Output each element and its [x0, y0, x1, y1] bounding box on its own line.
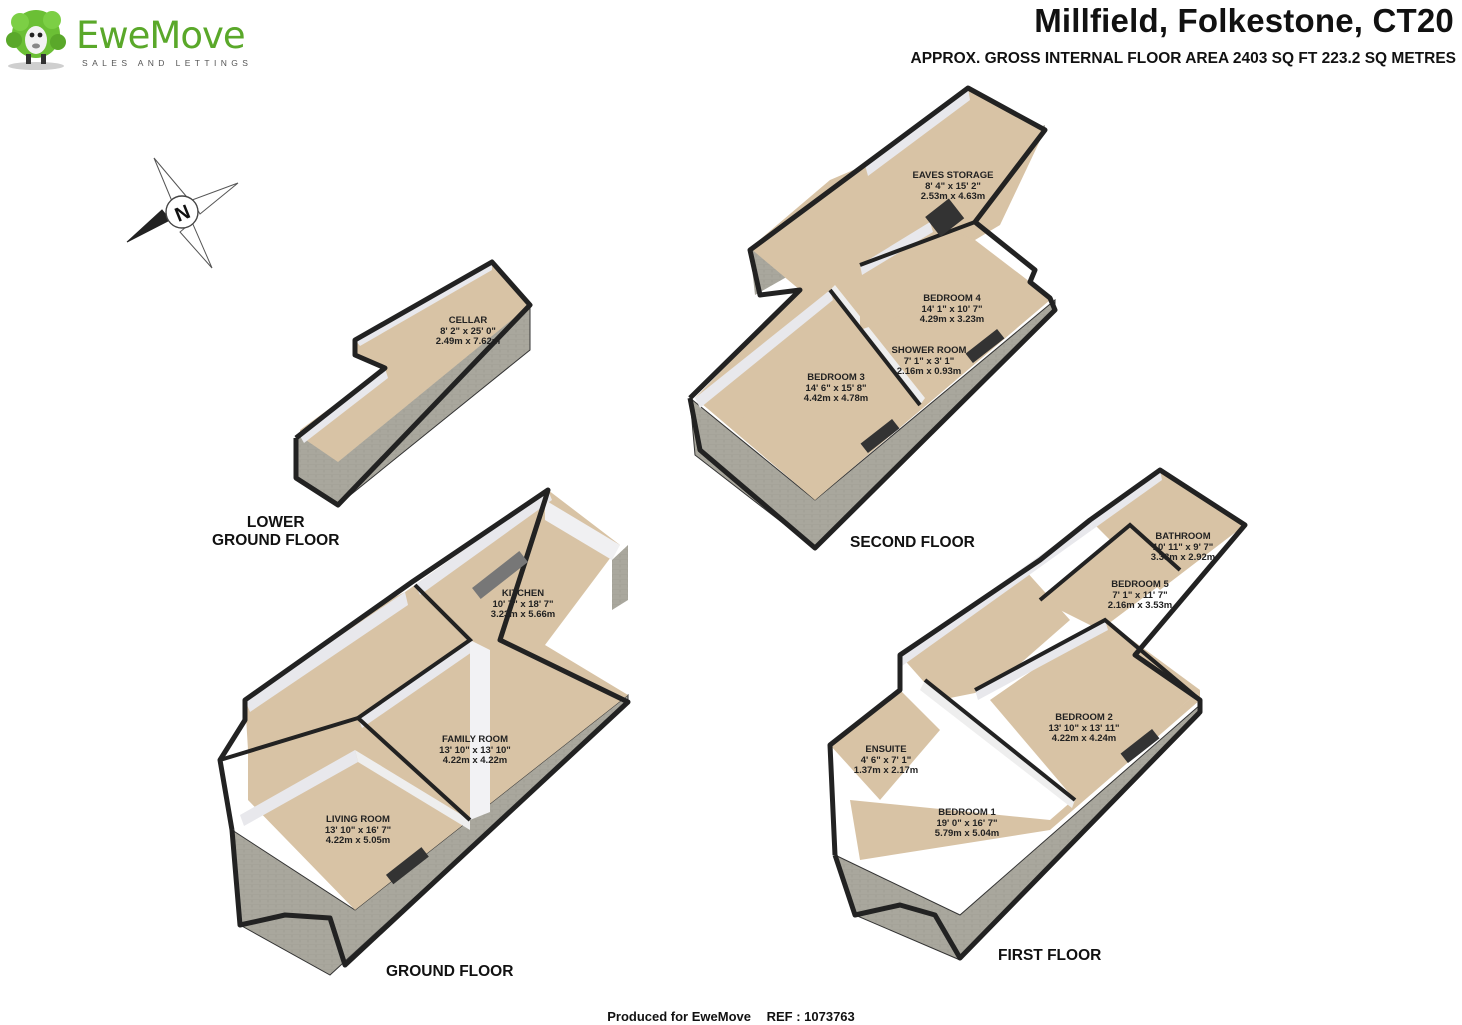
- room-name: LIVING ROOM: [326, 814, 390, 825]
- room-name: BATHROOM: [1155, 531, 1211, 542]
- logo-brand-name: EweMove: [76, 14, 246, 57]
- room-name: EAVES STORAGE: [912, 170, 994, 181]
- room-metric: 4.22m x 4.22m: [442, 755, 508, 766]
- room-imperial: 14' 1" x 10' 7": [921, 303, 983, 315]
- room-name: CELLAR: [448, 315, 488, 326]
- room-imperial: 7' 1" x 11' 7": [1112, 589, 1168, 601]
- room-metric: 2.53m x 4.63m: [920, 191, 986, 202]
- ground-floor-plan: [217, 487, 631, 976]
- room-imperial: 10' 11" x 9' 7": [1152, 541, 1214, 553]
- room-label-cellar: CELLAR 8' 2" x 25' 0" 2.49m x 7.62m: [435, 315, 501, 348]
- room-imperial: 7' 1" x 3' 1": [903, 355, 955, 367]
- room-imperial: 13' 10" x 16' 7": [324, 824, 392, 836]
- room-metric: 5.79m x 5.04m: [934, 828, 1000, 839]
- floor-area-subtitle: APPROX. GROSS INTERNAL FLOOR AREA 2403 S…: [910, 50, 1456, 67]
- floor-label-lower-line1: LOWER: [246, 514, 305, 531]
- compass-icon: N: [126, 157, 239, 269]
- room-metric: 2.16m x 3.53m: [1107, 600, 1173, 611]
- floor-label-second: SECOND FLOOR: [850, 534, 975, 551]
- room-imperial: 10' 7" x 18' 7": [492, 598, 554, 610]
- room-label-bedroom-1: BEDROOM 1 19' 0" x 16' 7" 5.79m x 5.04m: [934, 807, 1000, 840]
- footer-reference: REF : 1073763: [766, 1009, 855, 1024]
- room-label-ensuite: ENSUITE 4' 6" x 7' 1" 1.37m x 2.17m: [853, 744, 919, 777]
- room-label-bedroom-3: BEDROOM 3 14' 6" x 15' 8" 4.42m x 4.78m: [803, 372, 869, 405]
- room-name: BEDROOM 1: [938, 807, 996, 818]
- page-title: Millfield, Folkestone, CT20: [1034, 2, 1454, 39]
- room-label-eaves-storage: EAVES STORAGE 8' 4" x 15' 2" 2.53m x 4.6…: [912, 170, 994, 203]
- room-imperial: 19' 0" x 16' 7": [936, 817, 998, 829]
- room-label-family-room: FAMILY ROOM 13' 10" x 13' 10" 4.22m x 4.…: [439, 734, 511, 767]
- sheep-mascot-icon: [6, 10, 66, 70]
- logo-tagline: SALES AND LETTINGS: [82, 58, 253, 68]
- room-label-kitchen: KITCHEN 10' 7" x 18' 7" 3.23m x 5.66m: [490, 588, 556, 621]
- room-name: BEDROOM 4: [923, 293, 981, 304]
- floor-label-first: FIRST FLOOR: [998, 947, 1102, 964]
- room-label-bathroom: BATHROOM 10' 11" x 9' 7" 3.33m x 2.92m: [1150, 531, 1216, 564]
- room-imperial: 8' 2" x 25' 0": [440, 325, 496, 337]
- room-imperial: 8' 4" x 15' 2": [925, 180, 981, 192]
- room-metric: 3.33m x 2.92m: [1150, 552, 1216, 563]
- room-name: BEDROOM 3: [807, 372, 865, 383]
- room-name: BEDROOM 2: [1055, 712, 1113, 723]
- room-metric: 4.22m x 5.05m: [325, 835, 391, 846]
- room-name: KITCHEN: [501, 588, 545, 599]
- room-imperial: 13' 10" x 13' 10": [439, 744, 511, 756]
- second-floor-plan: [687, 85, 1058, 551]
- footer: Produced for EweMove REF : 1073763: [0, 1009, 1462, 1024]
- floor-label-ground: GROUND FLOOR: [386, 963, 514, 980]
- lower-ground-floor-plan: [293, 259, 533, 508]
- room-name: BEDROOM 5: [1111, 579, 1169, 590]
- room-metric: 2.49m x 7.62m: [435, 336, 501, 347]
- room-metric: 1.37m x 2.17m: [853, 765, 919, 776]
- room-label-bedroom-5: BEDROOM 5 7' 1" x 11' 7" 2.16m x 3.53m: [1107, 579, 1173, 612]
- room-metric: 3.23m x 5.66m: [490, 609, 556, 620]
- room-name: SHOWER ROOM: [891, 345, 967, 356]
- room-metric: 2.16m x 0.93m: [896, 366, 962, 377]
- room-metric: 4.42m x 4.78m: [803, 393, 869, 404]
- room-label-bedroom-2: BEDROOM 2 13' 10" x 13' 11" 4.22m x 4.24…: [1048, 712, 1120, 745]
- room-label-living-room: LIVING ROOM 13' 10" x 16' 7" 4.22m x 5.0…: [324, 814, 392, 847]
- room-name: FAMILY ROOM: [442, 734, 508, 745]
- floor-label-lower-ground: LOWER GROUND FLOOR: [212, 514, 339, 550]
- floor-label-lower-line2: GROUND FLOOR: [212, 532, 340, 549]
- room-imperial: 13' 10" x 13' 11": [1048, 722, 1120, 734]
- footer-produced-for: Produced for EweMove: [607, 1009, 751, 1024]
- room-metric: 4.22m x 4.24m: [1051, 733, 1117, 744]
- room-label-bedroom-4: BEDROOM 4 14' 1" x 10' 7" 4.29m x 3.23m: [919, 293, 985, 326]
- room-metric: 4.29m x 3.23m: [919, 314, 985, 325]
- ewemove-logo: EweMove SALES AND LETTINGS: [4, 4, 254, 72]
- room-imperial: 14' 6" x 15' 8": [805, 382, 867, 394]
- room-name: ENSUITE: [865, 744, 907, 755]
- room-imperial: 4' 6" x 7' 1": [860, 754, 912, 766]
- first-floor-plan: [827, 467, 1248, 961]
- room-label-shower-room: SHOWER ROOM 7' 1" x 3' 1" 2.16m x 0.93m: [891, 345, 967, 378]
